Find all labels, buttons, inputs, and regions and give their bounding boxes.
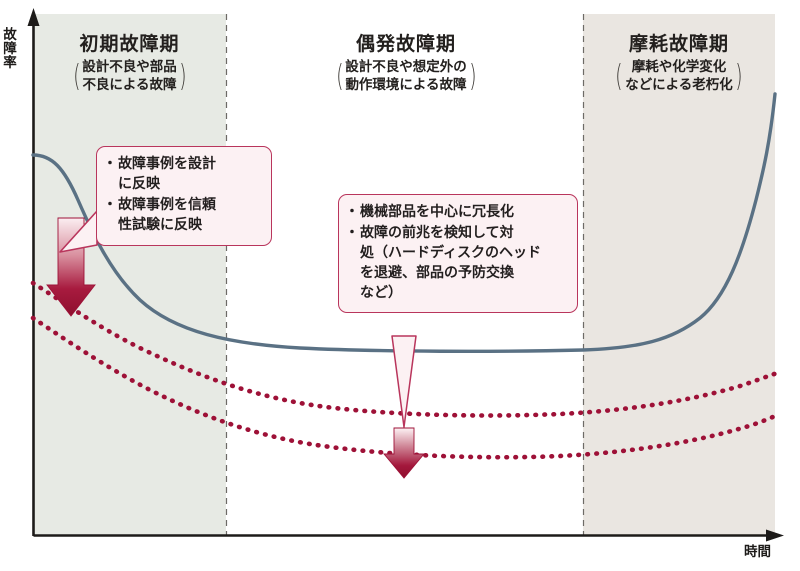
region-heading-wearout-failure: 摩耗故障期 ( 摩耗や化学変化 などによる老朽化 ) [583, 33, 775, 94]
paren-close-icon: ) [735, 59, 743, 95]
y-axis-arrowhead [27, 8, 40, 26]
paren-open-icon: ( [72, 59, 81, 95]
callout-random-tail [391, 335, 417, 428]
region-sub-line-1: 設計不良や想定外の [345, 59, 467, 76]
improved-curve-lower [30, 315, 783, 460]
region-sub-line-2: 動作環境による故障 [345, 76, 467, 93]
x-axis-label: 時間 [744, 544, 771, 560]
callout-item: 故障の前兆を検知して対 処（ハードディスクのヘッド を退避、部品の予防交換 など… [345, 224, 568, 304]
region-title-wearout-failure: 摩耗故障期 [628, 33, 729, 55]
region-sub-line-2: 不良による故障 [82, 76, 177, 93]
callout-item: 故障事例を設計 に反映 [103, 155, 262, 195]
region-sub-line-1: 設計不良や部品 [82, 59, 177, 76]
region-subtitle-early-failure: ( 設計不良や部品 不良による故障 ) [33, 59, 226, 94]
region-fill-wearout-failure [583, 14, 775, 536]
region-heading-early-failure: 初期故障期 ( 設計不良や部品 不良による故障 ) [33, 33, 226, 94]
callout-random-list: 機械部品を中心に冗長化 故障の前兆を検知して対 処（ハードディスクのヘッド を退… [345, 203, 568, 304]
region-title-random-failure: 偶発故障期 [355, 33, 456, 55]
paren-close-icon: ) [178, 59, 187, 95]
region-title-early-failure: 初期故障期 [79, 33, 180, 55]
paren-open-icon: ( [615, 59, 623, 95]
callout-item: 故障事例を信頼 性試験に反映 [103, 196, 262, 236]
y-axis-label: 故障率 [3, 27, 17, 72]
callout-early-list: 故障事例を設計 に反映 故障事例を信頼 性試験に反映 [103, 155, 262, 236]
region-heading-random-failure: 偶発故障期 ( 設計不良や想定外の 動作環境による故障 ) [286, 33, 526, 94]
region-sub-line-2: などによる老朽化 [625, 76, 733, 93]
paren-close-icon: ) [468, 59, 477, 95]
callout-random-failure: 機械部品を中心に冗長化 故障の前兆を検知して対 処（ハードディスクのヘッド を退… [338, 194, 578, 314]
region-subtitle-random-failure: ( 設計不良や想定外の 動作環境による故障 ) [286, 59, 526, 94]
improved-curve-upper [30, 280, 783, 418]
callout-item: 機械部品を中心に冗長化 [345, 203, 568, 223]
callout-early-failure: 故障事例を設計 に反映 故障事例を信頼 性試験に反映 [96, 146, 272, 246]
region-sub-line-1: 摩耗や化学変化 [631, 59, 727, 76]
region-subtitle-wearout-failure: ( 摩耗や化学変化 などによる老朽化 ) [583, 59, 775, 94]
x-axis-arrowhead [766, 529, 784, 542]
arrow-random-failure [383, 427, 425, 479]
paren-open-icon: ( [335, 59, 344, 95]
